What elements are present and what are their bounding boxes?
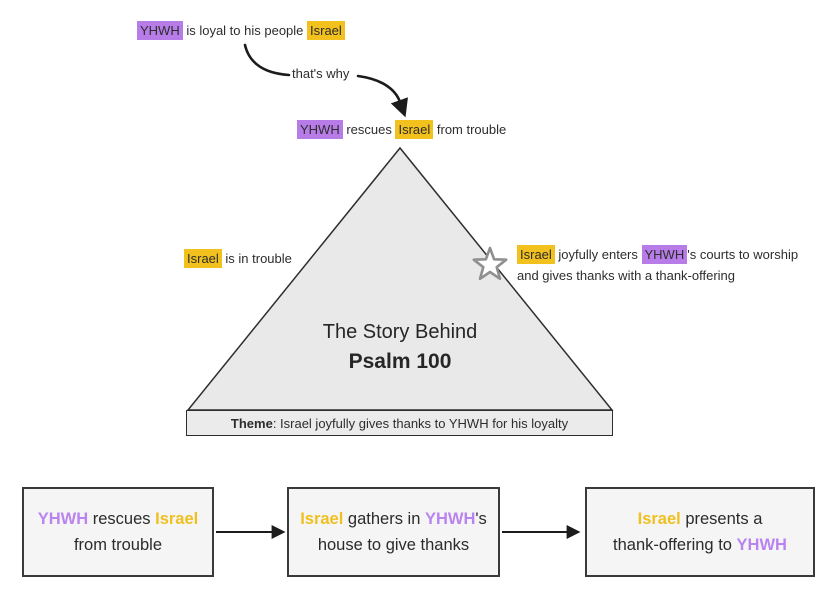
triangle-title: The Story Behind Psalm 100 bbox=[250, 317, 550, 377]
israel-highlight: Israel bbox=[307, 21, 345, 40]
statement-text: from trouble bbox=[433, 122, 507, 137]
title-line-2: Psalm 100 bbox=[348, 350, 452, 373]
yhwh-highlight: YHWH bbox=[641, 245, 688, 264]
yhwh-term: YHWH bbox=[37, 510, 89, 528]
statement-text: is loyal to his people bbox=[182, 23, 308, 38]
statement-text: is in trouble bbox=[221, 251, 292, 266]
israel-highlight: Israel bbox=[184, 249, 222, 268]
israel-term: Israel bbox=[300, 510, 344, 528]
flow-text: rescues bbox=[88, 510, 156, 528]
flow-text: house to give thanks bbox=[317, 536, 470, 554]
connector-curve-right bbox=[356, 74, 408, 118]
statement-text: rescues bbox=[342, 122, 396, 137]
flow-text: 's bbox=[475, 510, 487, 528]
star-icon bbox=[472, 246, 508, 281]
loyalty-statement: YHWH is loyal to his people Israel bbox=[137, 20, 345, 41]
connector-curve-left bbox=[243, 43, 291, 77]
theme-box: Theme: Israel joyfully gives thanks to Y… bbox=[186, 410, 613, 436]
yhwh-highlight: YHWH bbox=[137, 21, 183, 40]
trouble-label: Israel is in trouble bbox=[184, 248, 292, 269]
israel-term: Israel bbox=[155, 510, 199, 528]
flow-text: thank-offering to bbox=[613, 536, 737, 554]
statement-text: joyfully enters bbox=[554, 247, 642, 262]
theme-label: Theme bbox=[230, 415, 273, 431]
rescue-statement: YHWH rescues Israel from trouble bbox=[297, 119, 506, 140]
yhwh-term: YHWH bbox=[424, 510, 476, 528]
israel-highlight: Israel bbox=[395, 120, 434, 139]
flow-text: gathers in bbox=[343, 510, 425, 528]
yhwh-highlight: YHWH bbox=[297, 120, 343, 139]
flow-text: presents a bbox=[680, 510, 763, 528]
flow-box-offering: Israel presents a thank-offering to YHWH bbox=[585, 487, 815, 577]
flow-box-gather: Israel gathers in YHWH's house to give t… bbox=[287, 487, 500, 577]
flow-text: from trouble bbox=[73, 536, 163, 554]
flow-box-rescue: YHWH rescues Israel from trouble bbox=[22, 487, 214, 577]
israel-term: Israel bbox=[637, 510, 681, 528]
worship-label: Israel joyfully enters YHWH's courts to … bbox=[517, 244, 817, 286]
connector-label: that's why bbox=[292, 66, 350, 81]
statement-text: and gives thanks with a thank-offering bbox=[517, 268, 736, 283]
yhwh-term: YHWH bbox=[736, 536, 787, 554]
theme-text: : Israel joyfully gives thanks to YHWH f… bbox=[272, 415, 569, 431]
title-line-1: The Story Behind bbox=[322, 321, 478, 343]
statement-text: 's courts to worship bbox=[687, 247, 799, 262]
israel-highlight: Israel bbox=[517, 245, 555, 264]
